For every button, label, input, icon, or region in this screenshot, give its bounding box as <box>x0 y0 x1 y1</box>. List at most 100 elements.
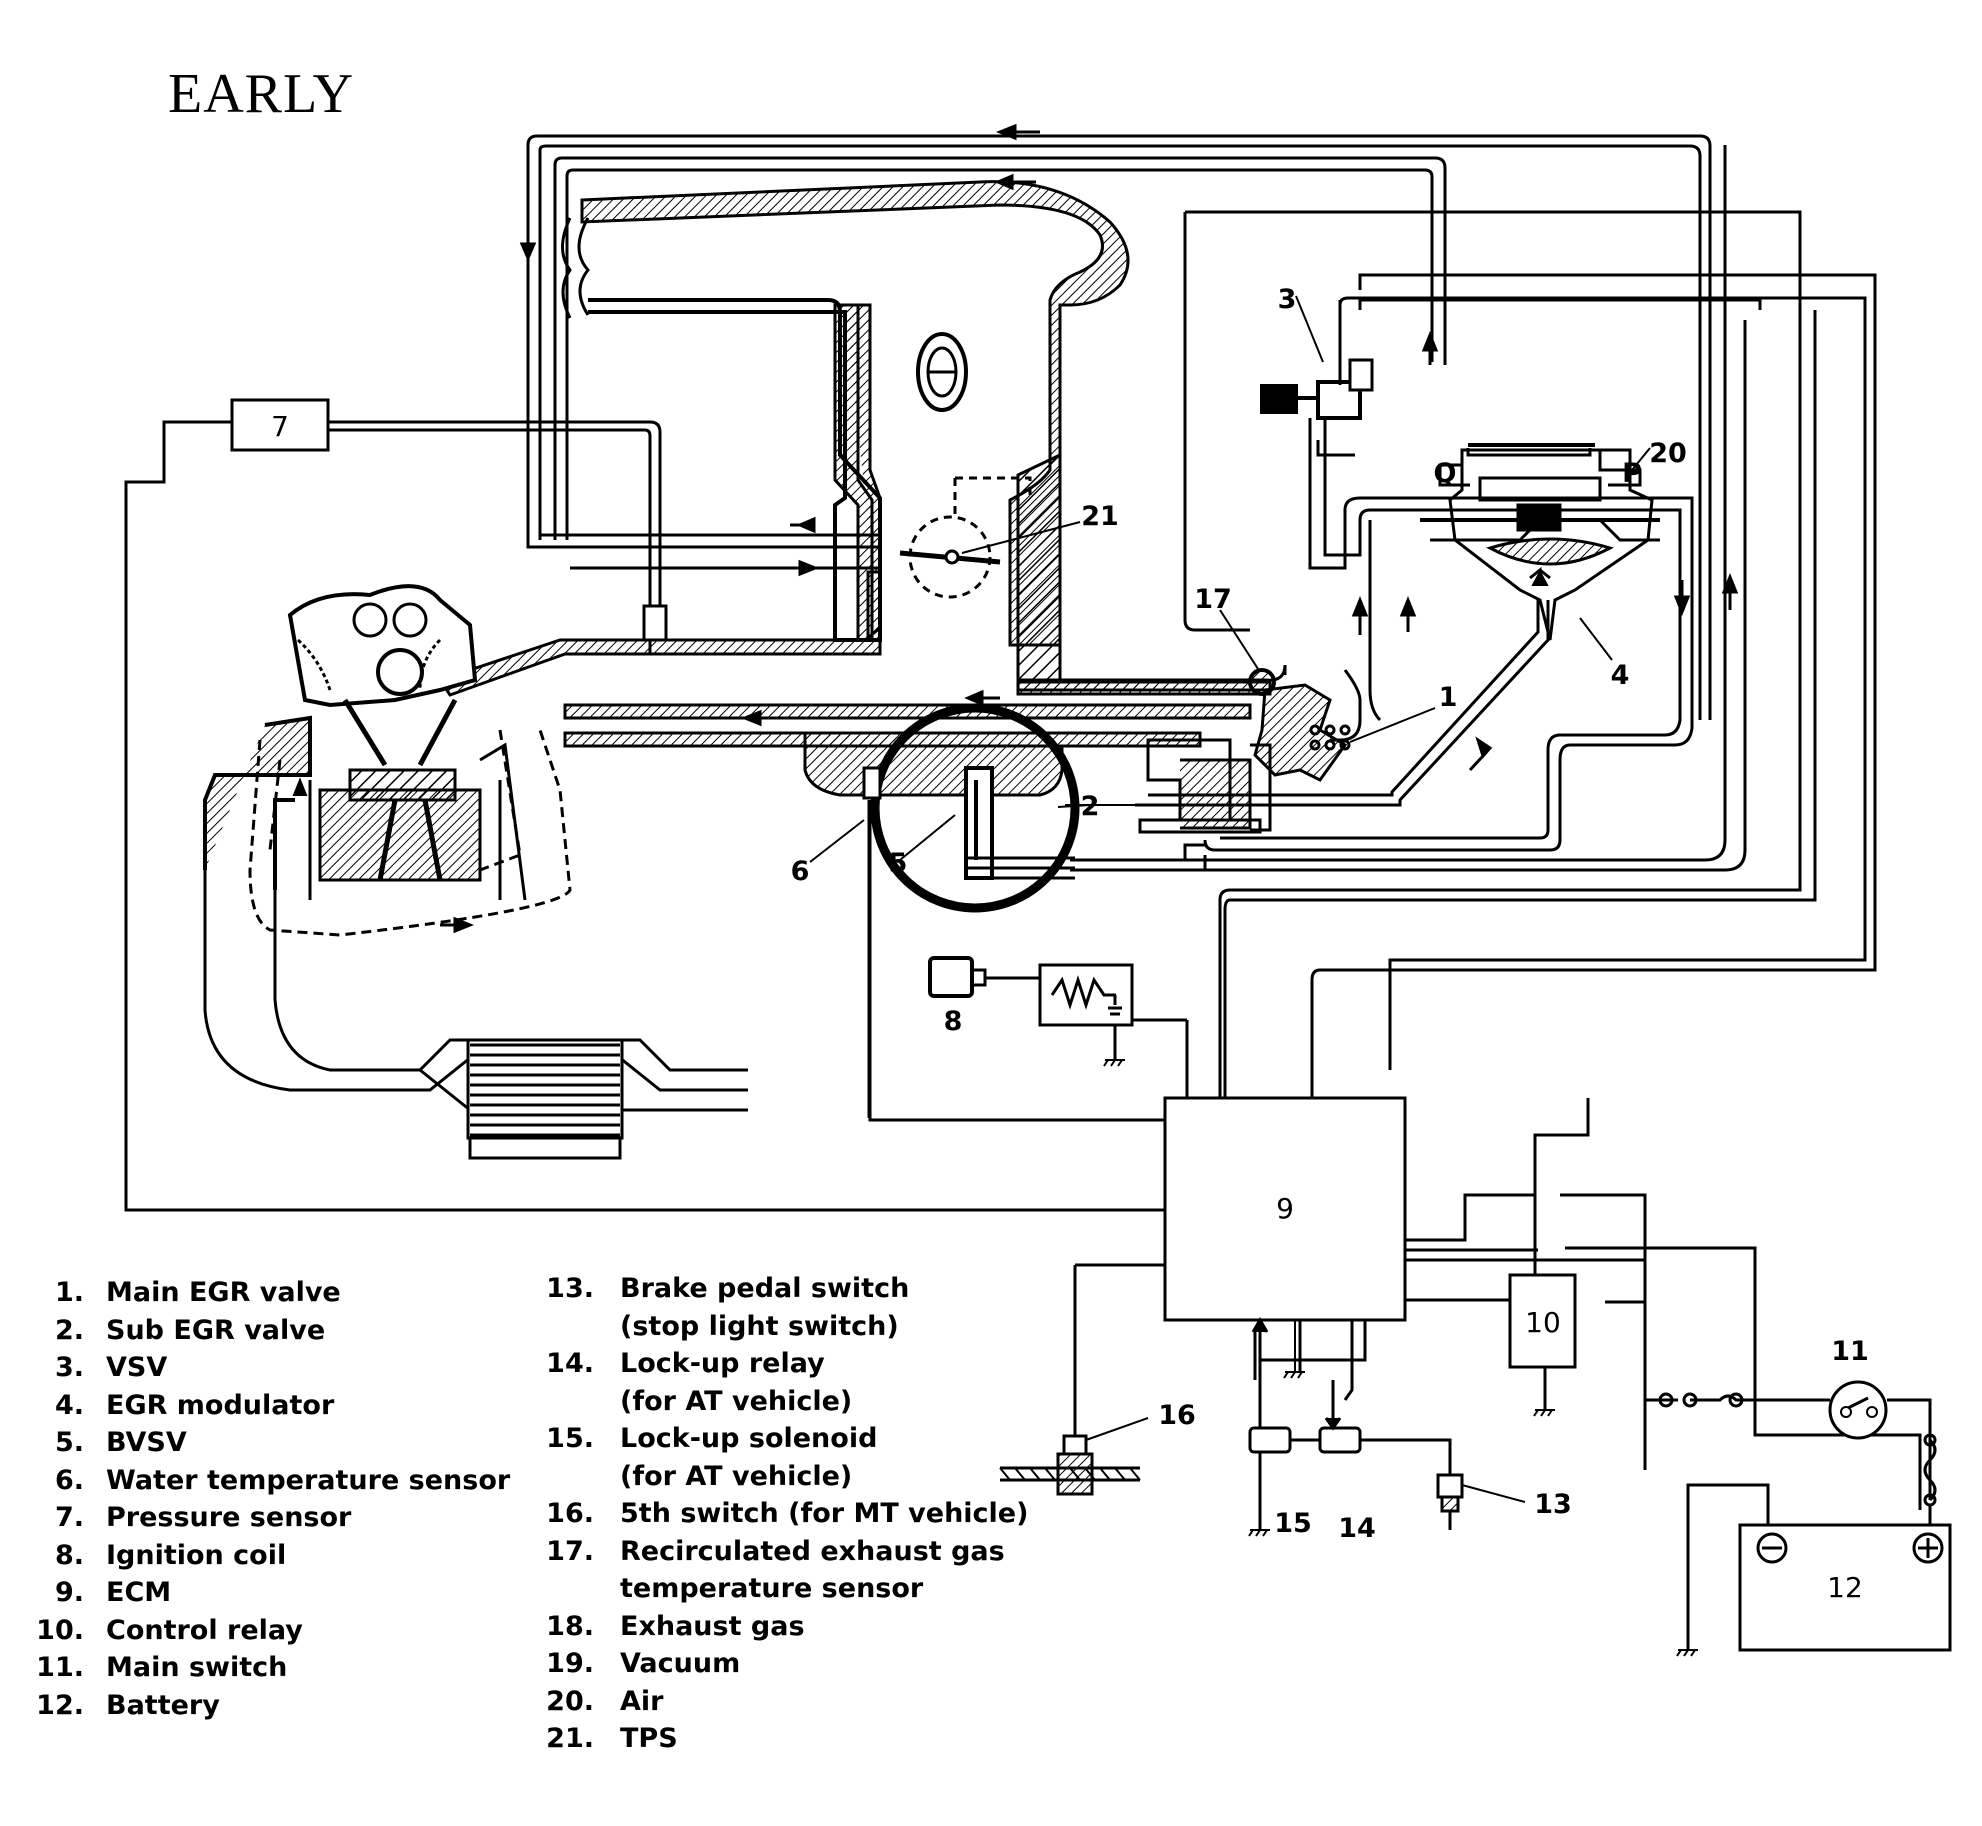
legend-item-number: 3. <box>54 1352 84 1383</box>
callout-p: P <box>1622 458 1642 489</box>
callout-2: 2 <box>1081 791 1100 822</box>
callout-13: 13 <box>1534 1489 1572 1520</box>
callout-15: 15 <box>1274 1508 1312 1539</box>
callout-5: 5 <box>889 848 908 879</box>
legend-item: (for AT vehicle) <box>530 1383 1028 1421</box>
throttle-valve-tps <box>899 476 1081 599</box>
legend-item-label: Lock-up solenoid <box>620 1423 878 1454</box>
legend-item: 16.5th switch (for MT vehicle) <box>530 1495 1028 1533</box>
legend-item: (stop light switch) <box>530 1308 1028 1346</box>
legend-item-label: Ignition coil <box>106 1539 287 1571</box>
legend-item: 1.Main EGR valve <box>30 1274 510 1312</box>
legend-item: 17. Recirculated exhaust gas <box>530 1533 1028 1571</box>
legend-item-number <box>530 1458 594 1496</box>
legend-item-number: 21. <box>546 1723 594 1754</box>
legend-item: 13.Brake pedal switch <box>530 1270 1028 1308</box>
legend-item-number: 20. <box>546 1685 594 1717</box>
legend-item: 21. TPS <box>530 1720 1028 1758</box>
legend-item: 10. Control relay <box>30 1612 510 1650</box>
legend-item-label: Battery <box>106 1689 220 1721</box>
legend-item-number: 19. <box>546 1648 594 1679</box>
air-flow-symbol-icon <box>916 332 968 412</box>
egr-temp-sensor <box>1219 609 1276 696</box>
engine-cylinder <box>203 584 572 937</box>
water-temp-sensor-line <box>809 800 871 1118</box>
legend-item: 15. Lock-up solenoid <box>530 1420 1028 1458</box>
callout-10: 10 <box>1525 1306 1561 1339</box>
legend-item: 8.Ignition coil <box>30 1537 510 1575</box>
ignition-coil <box>928 956 1134 1067</box>
lockup-relay <box>1318 1380 1362 1454</box>
callout-7: 7 <box>271 410 289 443</box>
legend-item: 6. Water temperature sensor <box>30 1462 510 1500</box>
legend-item-number <box>530 1308 594 1346</box>
legend-item-label: TPS <box>620 1723 678 1754</box>
legend-item-label: Lock-up relay <box>620 1348 825 1379</box>
legend-item-label: Recirculated exhaust gas <box>620 1535 1005 1567</box>
callout-4: 4 <box>1611 660 1630 691</box>
callout-20: 20 <box>1649 438 1687 469</box>
callout-1: 1 <box>1439 682 1458 713</box>
brake-pedal-switch <box>1436 1473 1526 1530</box>
fifth-switch <box>999 1265 1149 1496</box>
control-relay-ground <box>1533 1367 1555 1417</box>
main-egr-valve <box>1253 683 1436 782</box>
legend-item-number: 9. <box>54 1577 84 1608</box>
legend-item-number: 10. <box>36 1614 84 1646</box>
legend-item-number: 17. <box>546 1535 594 1567</box>
callout-labels: 7 3 20 Q P 21 17 4 1 2 6 5 8 9 10 11 12 … <box>271 284 1869 1604</box>
water-jacket <box>803 703 1080 913</box>
ecm-box <box>1163 1096 1407 1322</box>
legend-item: (for AT vehicle) <box>530 1458 1028 1496</box>
legend-item-number: 6. <box>54 1464 84 1496</box>
legend-right: 13.Brake pedal switch(stop light switch)… <box>530 1270 1028 1758</box>
callout-leaders <box>899 447 1651 861</box>
signal-wiring <box>1070 210 1877 1100</box>
legend-item-label: (stop light switch) <box>620 1310 899 1342</box>
callout-6: 6 <box>791 856 810 887</box>
callout-21: 21 <box>1081 501 1119 532</box>
callout-9: 9 <box>1276 1192 1294 1225</box>
vacuum-lines-top <box>526 134 1712 720</box>
legend-item-label: Exhaust gas <box>620 1610 805 1642</box>
callout-14: 14 <box>1338 1513 1376 1544</box>
callout-q: Q <box>1434 458 1457 489</box>
legend-item-number: 1. <box>54 1277 84 1308</box>
legend-item-label: Control relay <box>106 1614 303 1646</box>
callout-17: 17 <box>1194 584 1232 615</box>
legend-item: 5.BVSV <box>30 1424 510 1462</box>
legend-item-number: 16. <box>546 1498 594 1529</box>
legend-item: 3. VSV <box>30 1349 510 1387</box>
legend-item: 4.EGR modulator <box>30 1387 510 1425</box>
legend-item: 2.Sub EGR valve <box>30 1312 510 1350</box>
legend-item-label: Brake pedal switch <box>620 1273 910 1304</box>
legend-item-label: temperature sensor <box>620 1573 924 1604</box>
legend-item-label: VSV <box>106 1352 168 1383</box>
legend-item: 9.ECM <box>30 1574 510 1612</box>
legend-item-number: 11. <box>36 1652 84 1683</box>
legend-item: 11.Main switch <box>30 1649 510 1687</box>
control-relay-box <box>1508 1273 1577 1369</box>
battery <box>1676 1433 1952 1657</box>
legend-item-label: Water temperature sensor <box>106 1464 511 1496</box>
legend-item-number <box>530 1570 594 1608</box>
legend-item-number <box>530 1383 594 1421</box>
legend-item: 14.Lock-up relay <box>530 1345 1028 1383</box>
lockup-solenoid <box>1248 1317 1320 1537</box>
legend-item-number: 2. <box>54 1314 84 1346</box>
egr-modulator-air-filter <box>1438 443 1642 487</box>
legend-item-number: 7. <box>54 1502 84 1533</box>
ecm-ground <box>1283 1320 1305 1379</box>
legend-item-number: 15. <box>546 1423 594 1454</box>
callout-11: 11 <box>1831 1336 1869 1367</box>
legend-item-label: (for AT vehicle) <box>620 1460 853 1492</box>
legend-item: 20.Air <box>530 1683 1028 1721</box>
legend-item: 7.Pressure sensor <box>30 1499 510 1537</box>
callout-16: 16 <box>1158 1400 1196 1431</box>
callout-8: 8 <box>944 1006 963 1037</box>
pressure-sensor-lines <box>124 398 1165 1212</box>
flow-arrows <box>292 123 1739 934</box>
legend-item: 12.Battery <box>30 1687 510 1725</box>
throttle-body-wall <box>1016 452 1062 682</box>
